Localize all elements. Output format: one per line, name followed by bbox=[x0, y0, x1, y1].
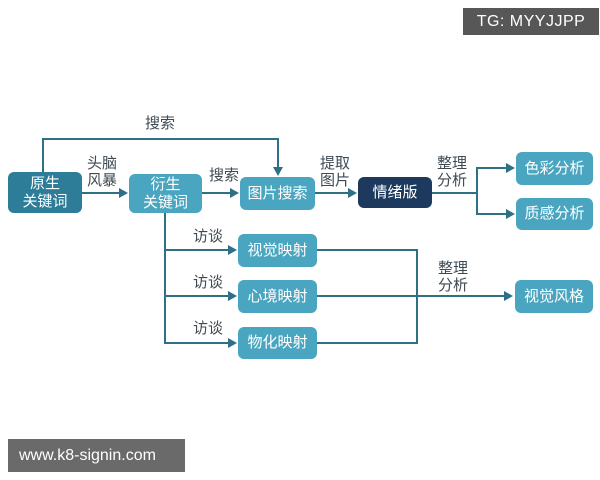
node-material-mapping: 物化映射 bbox=[238, 327, 317, 359]
edge-visual-mapping-out bbox=[317, 249, 418, 251]
edge-label-search-mid: 搜索 bbox=[209, 167, 240, 184]
node-image-search: 图片搜索 bbox=[240, 177, 315, 210]
edge-interview-1-line bbox=[164, 249, 229, 251]
edge-to-texture-analysis bbox=[477, 213, 507, 215]
edge-interview-2-line bbox=[164, 295, 229, 297]
node-visual-style: 视觉风格 bbox=[515, 280, 593, 313]
arrowhead-right-icon bbox=[230, 188, 239, 198]
edge-label-brainstorm: 头脑 风暴 bbox=[87, 155, 118, 189]
edge-organize-top-fork bbox=[476, 167, 478, 215]
edge-to-color-analysis bbox=[477, 167, 507, 169]
node-derived-keywords: 衍生 关键词 bbox=[129, 174, 202, 213]
edge-label-interview-2: 访谈 bbox=[193, 274, 224, 291]
edge-label-organize-bottom: 整理 分析 bbox=[438, 260, 469, 294]
arrowhead-right-icon bbox=[348, 188, 357, 198]
arrowhead-down-icon bbox=[273, 167, 283, 176]
edge-search-top-line bbox=[42, 138, 279, 140]
arrowhead-right-icon bbox=[506, 209, 515, 219]
node-mood-mapping: 心境映射 bbox=[238, 280, 317, 313]
edge-extract-line bbox=[315, 192, 349, 194]
edge-label-extract-images: 提取 图片 bbox=[320, 155, 351, 189]
node-visual-mapping: 视觉映射 bbox=[238, 234, 317, 267]
arrowhead-right-icon bbox=[228, 291, 237, 301]
edge-label-interview-3: 访谈 bbox=[193, 320, 224, 337]
edge-search-top-riser bbox=[42, 138, 44, 173]
node-color-analysis: 色彩分析 bbox=[516, 152, 593, 185]
edge-interview-trunk bbox=[164, 213, 166, 344]
telegram-badge: TG: MYYJJPP bbox=[463, 8, 599, 35]
watermark-url: www.k8-signin.com bbox=[8, 439, 185, 472]
edge-search-mid-line bbox=[202, 192, 231, 194]
edge-organize-bottom-line bbox=[317, 295, 505, 297]
edge-interview-3-line bbox=[164, 342, 229, 344]
edge-material-mapping-out bbox=[317, 342, 418, 344]
edge-brainstorm-line bbox=[82, 192, 120, 194]
node-mood-board: 情绪版 bbox=[358, 177, 432, 208]
edge-label-search-top: 搜索 bbox=[145, 115, 176, 132]
arrowhead-right-icon bbox=[504, 291, 513, 301]
arrowhead-right-icon bbox=[119, 188, 128, 198]
arrowhead-right-icon bbox=[228, 245, 237, 255]
edge-organize-top-line bbox=[432, 192, 478, 194]
node-native-keywords: 原生 关键词 bbox=[8, 172, 82, 213]
edge-search-top-drop bbox=[277, 138, 279, 168]
arrowhead-right-icon bbox=[506, 163, 515, 173]
arrowhead-right-icon bbox=[228, 338, 237, 348]
node-texture-analysis: 质感分析 bbox=[516, 198, 593, 230]
edge-label-interview-1: 访谈 bbox=[193, 228, 224, 245]
edge-label-organize-top: 整理 分析 bbox=[437, 155, 468, 189]
